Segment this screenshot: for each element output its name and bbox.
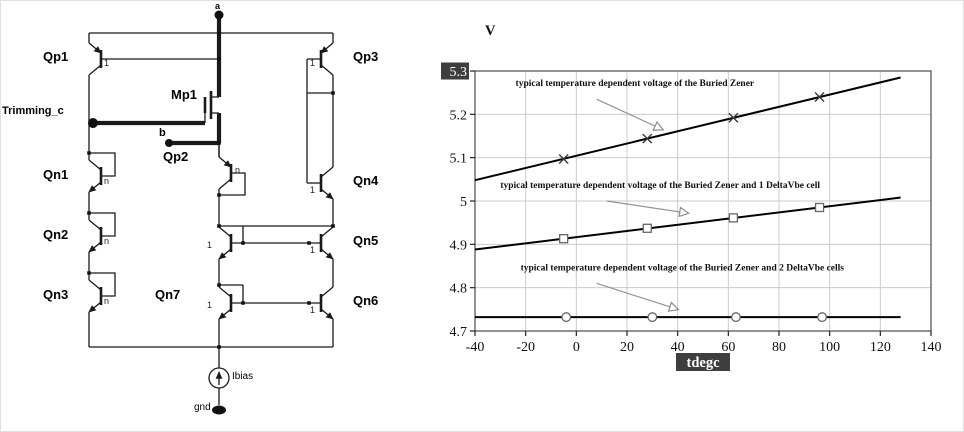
x-axis-label-highlight (676, 353, 730, 371)
multiplier-qp2: n (235, 165, 241, 175)
annotation-text: typical temperature dependent voltage of… (500, 181, 820, 191)
terminal-b-dot (165, 139, 173, 147)
annotation-1: typical temperature dependent voltage of… (516, 79, 755, 129)
x-tick-label: -40 (466, 340, 485, 355)
multiplier-qn7a: 1 (207, 240, 213, 250)
transistor-qn7a (218, 226, 244, 260)
x-tick-label: 120 (870, 340, 891, 355)
label-gnd: gnd (194, 402, 211, 413)
label-qp3: Qp3 (353, 49, 379, 64)
transistor-qp3 (306, 33, 334, 183)
label-trimming-terminal: Trimming_c (2, 105, 64, 117)
transistor-mp1 (203, 91, 220, 157)
annotation-arrow (606, 200, 688, 213)
x-tick-label: 40 (671, 340, 685, 355)
schematic-panel: Qp1 Qn1 Qn2 Qn3 Qp3 Qn4 Qn5 Qn6 Mp1 Qp2 … (1, 1, 441, 431)
label-mp1: Mp1 (171, 87, 197, 102)
label-qp1: Qp1 (43, 49, 69, 64)
label-b-terminal: b (159, 127, 166, 139)
terminal-a-dot (214, 10, 224, 20)
x-tick-label: 60 (721, 340, 735, 355)
multiplier-qn6: 1 (310, 305, 316, 315)
series-1 (474, 76, 901, 182)
y-tick-label: 5 (460, 195, 467, 210)
multiplier-qn5: 1 (310, 245, 316, 255)
terminal-dots (88, 10, 226, 415)
transistor-qn1 (88, 152, 116, 193)
tick-labels: -40 -20 0 20 40 60 80 100 120 140 4.7 4.8 4.9 5 5.1 5.2… (441, 62, 942, 355)
terminal-gnd-dot (212, 405, 226, 415)
annotation-text: typical temperature dependent voltage of… (516, 79, 755, 89)
label-qp2: Qp2 (163, 149, 189, 164)
y-tick-label: 5.1 (450, 152, 468, 167)
x-tick-label: 140 (921, 340, 942, 355)
multiplier-qp1: 1 (104, 58, 110, 68)
transistor-qn6 (231, 286, 334, 320)
terminal-trimming-dot (88, 118, 98, 128)
annotation-3: typical temperature dependent voltage of… (521, 263, 845, 309)
transistor-qn3 (88, 272, 116, 313)
transistor-qn5 (231, 226, 334, 260)
x-tick-label: 20 (620, 340, 634, 355)
y-axis-label: V (485, 23, 496, 39)
multiplier-qn7b: 1 (207, 300, 213, 310)
label-qn4: Qn4 (353, 173, 379, 188)
y-tick-label: 4.8 (450, 282, 468, 297)
y-tick-label: 4.7 (450, 325, 468, 340)
x-tick-label: -20 (516, 340, 535, 355)
thick-wires (93, 15, 222, 146)
chart-panel: -40 -20 0 20 40 60 80 100 120 140 4.7 4.8 4.9 5 5.1 5.2… (441, 1, 963, 431)
ibias-source (208, 347, 230, 405)
label-qn2: Qn2 (43, 227, 69, 242)
schematic-svg (87, 10, 335, 415)
x-tick-label: 80 (772, 340, 786, 355)
annotation-2: typical temperature dependent voltage of… (500, 181, 820, 213)
multiplier-qn3: n (104, 296, 110, 306)
axis-ticks (470, 70, 932, 336)
annotation-arrow (596, 98, 663, 129)
label-qn7: Qn7 (155, 287, 181, 302)
transistor-qp1 (88, 33, 219, 76)
multiplier-qp3: 1 (310, 58, 316, 68)
y-tick-label: 5.2 (450, 108, 468, 123)
transistor-qp2 (218, 156, 246, 196)
label-ibias: Ibias (232, 371, 254, 382)
transistor-qn2 (88, 212, 116, 253)
x-axis-label: tdegc (686, 355, 720, 371)
label-qn1: Qn1 (43, 167, 69, 182)
multiplier-qn2: n (104, 236, 110, 246)
label-qn3: Qn3 (43, 287, 69, 302)
x-tick-label: 0 (573, 340, 580, 355)
x-tick-label: 100 (819, 340, 840, 355)
annotation-arrow (596, 282, 678, 309)
y-tick-label: 5.3 (450, 65, 468, 80)
label-a-terminal: a (215, 1, 221, 11)
chart-grid (474, 70, 932, 332)
y-tick-label: 4.9 (450, 238, 468, 253)
label-qn5: Qn5 (353, 233, 379, 248)
multiplier-qn1: n (104, 176, 110, 186)
transistor-qn4 (307, 166, 334, 200)
series-2 (474, 196, 901, 251)
annotation-text: typical temperature dependent voltage of… (521, 263, 845, 273)
multiplier-qn4: 1 (310, 185, 316, 195)
voltage-vs-temperature-chart: -40 -20 0 20 40 60 80 100 120 140 4.7 4.8 4.9 5 5.1 5.2… (441, 23, 942, 371)
label-qn6: Qn6 (353, 293, 379, 308)
series-3 (475, 312, 901, 323)
transistor-qn7b (218, 284, 244, 320)
